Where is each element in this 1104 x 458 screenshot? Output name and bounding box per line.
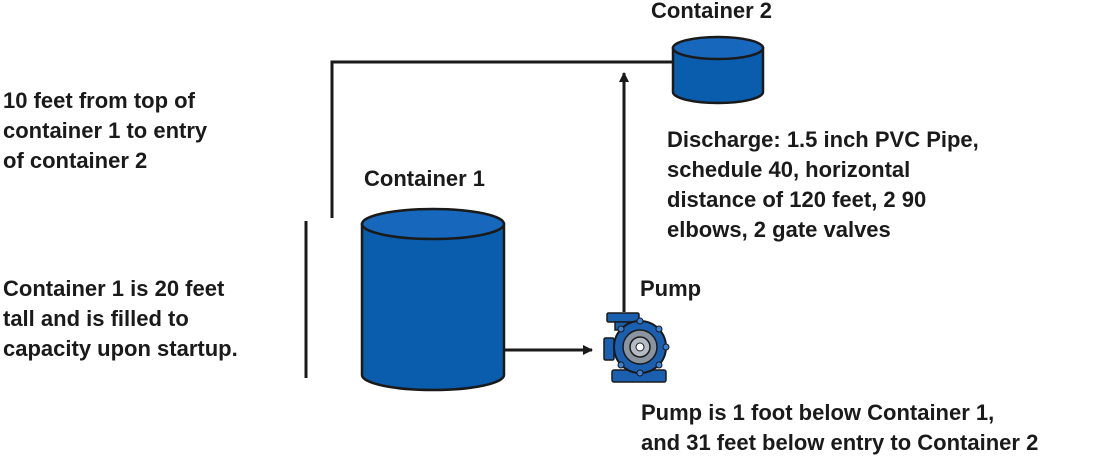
- pump-info-line: Pump is 1 foot below Container 1,: [641, 400, 995, 425]
- container1-info-line: capacity upon startup.: [3, 336, 238, 361]
- container1-label-text: Container 1: [364, 166, 486, 191]
- discharge-line: schedule 40, horizontal: [667, 157, 911, 182]
- pump-label-text: Pump: [640, 276, 702, 301]
- discharge-line: Discharge: 1.5 inch PVC Pipe,: [667, 127, 979, 152]
- pump-info-line: and 31 feet below entry to Container 2: [641, 430, 1039, 455]
- height-difference-label: 10 feet from top of container 1 to entry…: [3, 86, 207, 176]
- discharge-line: distance of 120 feet, 2 90: [667, 187, 927, 212]
- discharge-label: Discharge: 1.5 inch PVC Pipe, schedule 4…: [667, 125, 979, 245]
- container1-label: Container 1: [364, 164, 485, 194]
- pump-info-label: Pump is 1 foot below Container 1, and 31…: [641, 398, 1038, 458]
- height-difference-line: of container 2: [3, 148, 148, 173]
- centrifugal-pump-icon: [603, 312, 670, 383]
- container2-tank: [671, 35, 765, 105]
- container1-info-label: Container 1 is 20 feet tall and is fille…: [3, 274, 238, 364]
- discharge-line: elbows, 2 gate valves: [667, 217, 891, 242]
- container2-label: Container 2: [651, 0, 772, 26]
- pump-label: Pump: [640, 274, 701, 304]
- height-difference-line: 10 feet from top of: [3, 88, 195, 113]
- container1-tank: [360, 207, 506, 392]
- height-reference-line: [330, 60, 672, 218]
- container1-info-line: tall and is filled to: [3, 306, 189, 331]
- container2-label-text: Container 2: [651, 0, 773, 23]
- height-difference-line: container 1 to entry: [3, 118, 208, 143]
- container1-info-line: Container 1 is 20 feet: [3, 276, 225, 301]
